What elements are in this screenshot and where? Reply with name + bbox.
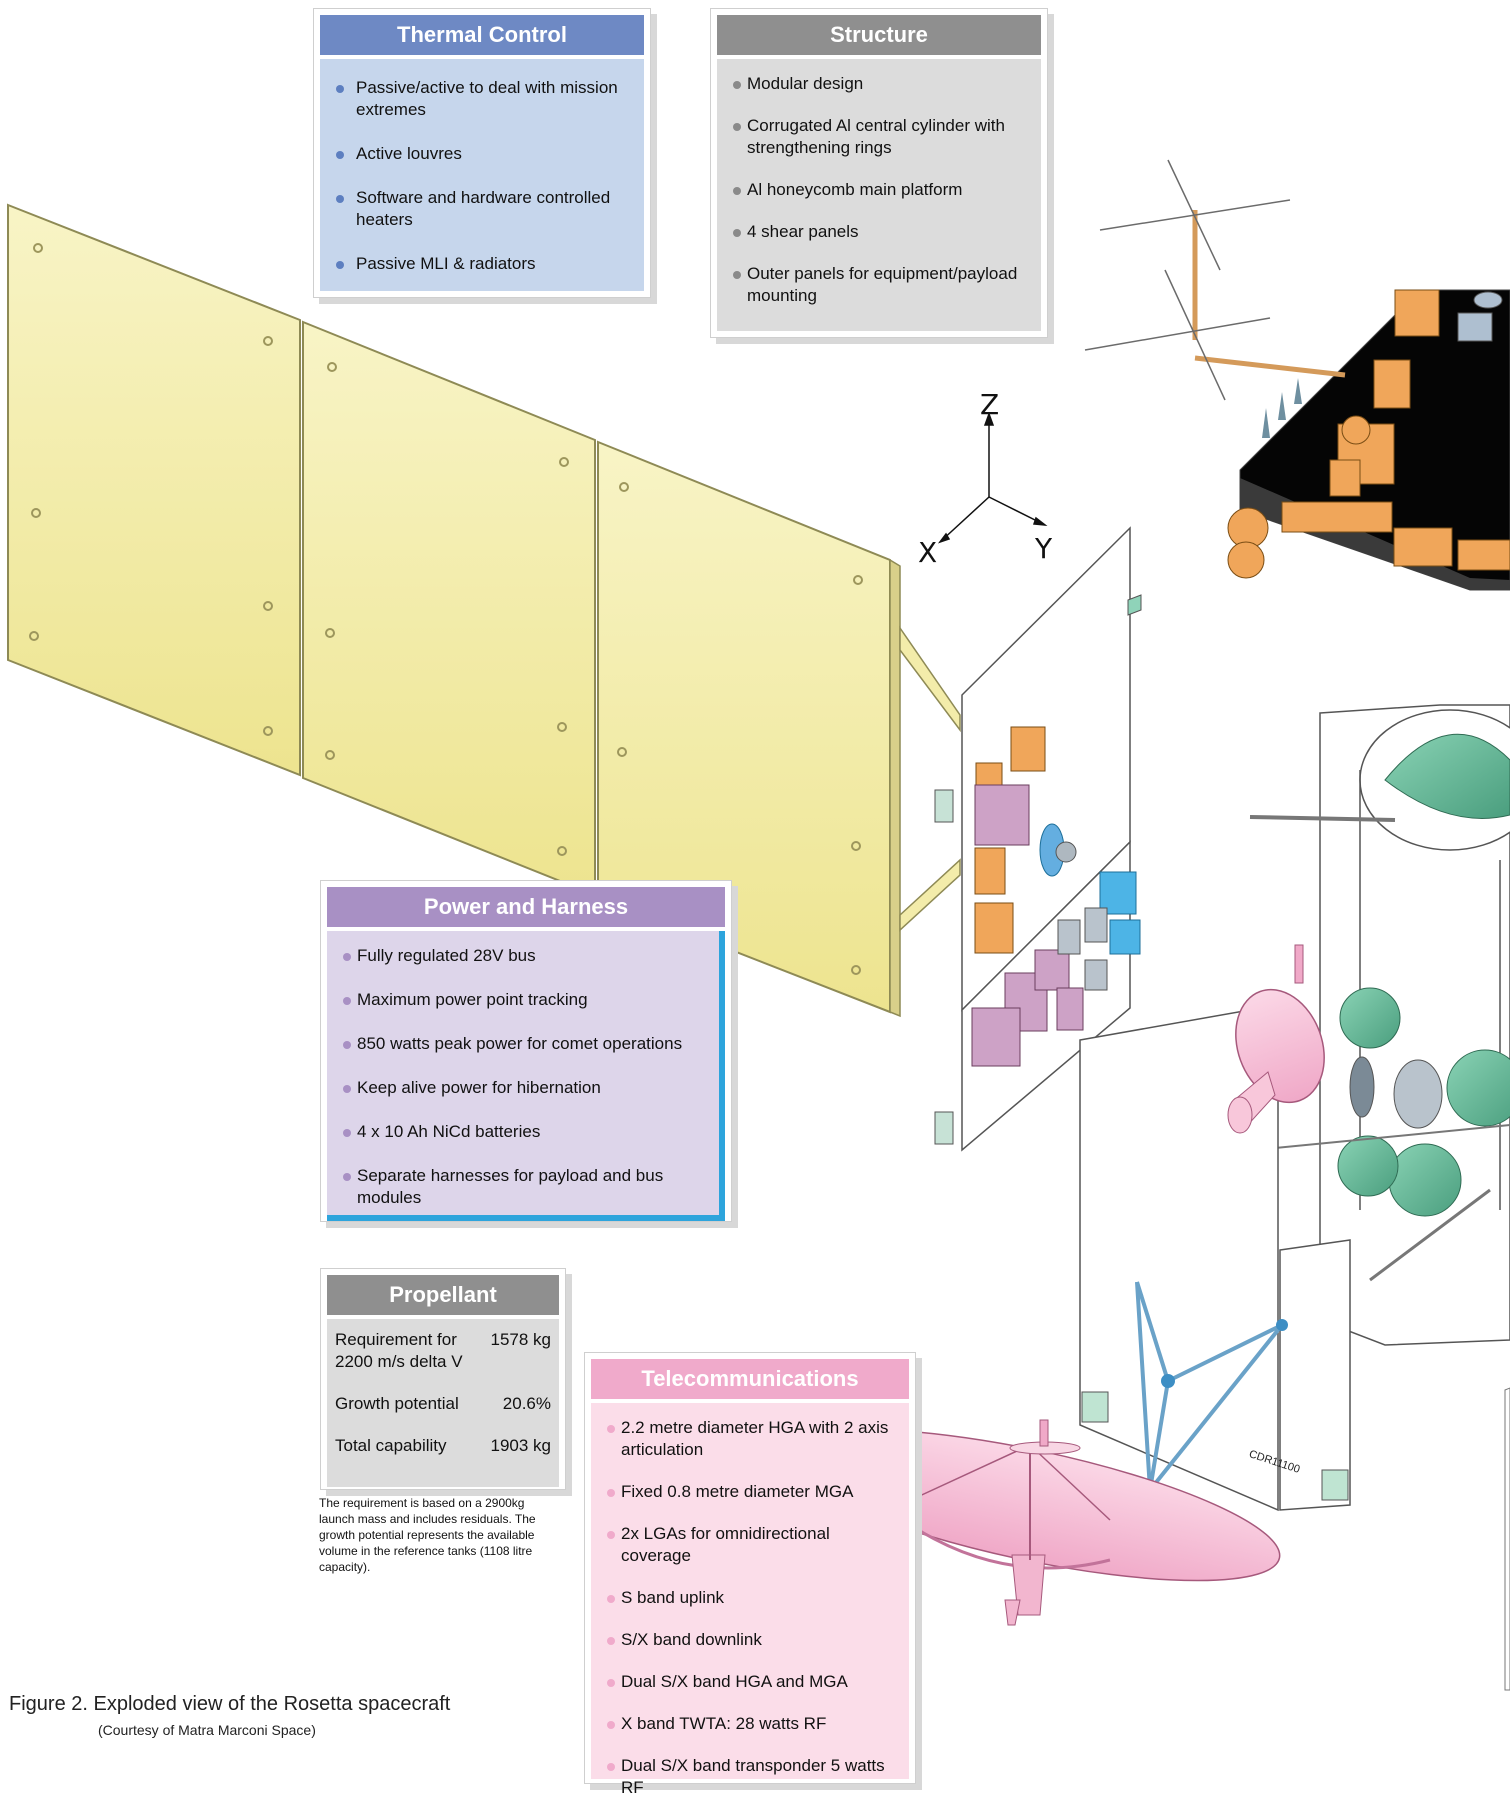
propellant-value: 1903 kg bbox=[490, 1436, 552, 1455]
structure-box: Structure Modular design Corrugated Al c… bbox=[710, 8, 1048, 338]
structure-item: Corrugated Al central cylinder with stre… bbox=[731, 115, 1029, 159]
power-harness-title: Power and Harness bbox=[327, 887, 725, 927]
propellant-label: Growth potential bbox=[335, 1394, 459, 1413]
power-harness-box: Power and Harness Fully regulated 28V bu… bbox=[320, 880, 732, 1222]
solar-panel-2 bbox=[302, 320, 596, 897]
lower-panel-struts bbox=[1079, 1004, 1351, 1512]
structure-item: Al honeycomb main platform bbox=[731, 179, 1029, 201]
structure-item: 4 shear panels bbox=[731, 221, 1029, 243]
propellant-label: Total capability bbox=[335, 1436, 447, 1455]
propellant-note: The requirement is based on a 2900kg lau… bbox=[319, 1496, 536, 1574]
telecom-item: S band uplink bbox=[605, 1587, 897, 1609]
telecom-item: 2.2 metre diameter HGA with 2 axis artic… bbox=[605, 1417, 897, 1461]
telecom-item: Dual S/X band transponder 5 watts RF bbox=[605, 1755, 897, 1799]
central-cylinder bbox=[1249, 704, 1510, 1346]
power-item: Keep alive power for hibernation bbox=[341, 1077, 707, 1099]
thermal-item: Passive/active to deal with mission extr… bbox=[334, 77, 632, 121]
axis-indicator bbox=[937, 411, 1048, 544]
medium-gain-antenna bbox=[1227, 944, 1325, 1134]
thermal-item: Active louvres bbox=[334, 143, 632, 165]
thermal-control-title: Thermal Control bbox=[320, 15, 644, 55]
propellant-label: Requirement for 2200 m/s delta V bbox=[335, 1330, 463, 1371]
structure-title: Structure bbox=[717, 15, 1041, 55]
propellant-row: Requirement for 2200 m/s delta V 1578 kg bbox=[335, 1329, 551, 1373]
solar-panel-1 bbox=[7, 203, 301, 777]
thermal-control-box: Thermal Control Passive/active to deal w… bbox=[313, 8, 651, 298]
telecom-item: S/X band downlink bbox=[605, 1629, 897, 1651]
axis-x-label: X bbox=[918, 536, 938, 569]
telecom-item: 2x LGAs for omnidirectional coverage bbox=[605, 1523, 897, 1567]
telecom-item: Fixed 0.8 metre diameter MGA bbox=[605, 1481, 897, 1503]
power-item: Separate harnesses for payload and bus m… bbox=[341, 1165, 707, 1209]
equipment-side-panel bbox=[934, 526, 1142, 1152]
propellant-row: Growth potential 20.6% bbox=[335, 1393, 551, 1415]
propellant-value: 20.6% bbox=[502, 1394, 551, 1413]
telecom-item: Dual S/X band HGA and MGA bbox=[605, 1671, 897, 1693]
right-edge-panel bbox=[1504, 1387, 1510, 1691]
power-item: 850 watts peak power for comet operation… bbox=[341, 1033, 707, 1055]
thermal-item: Software and hardware controlled heaters bbox=[334, 187, 632, 231]
thermal-item: Passive MLI & radiators bbox=[334, 253, 632, 275]
propellant-row: Total capability 1903 kg bbox=[335, 1435, 551, 1457]
solar-array bbox=[7, 203, 961, 1018]
propellant-box: Propellant Requirement for 2200 m/s delt… bbox=[320, 1268, 566, 1490]
axis-z-label: Z bbox=[980, 388, 1000, 421]
axis-y-label: Y bbox=[1035, 532, 1053, 565]
power-item: Fully regulated 28V bus bbox=[341, 945, 707, 967]
telecommunications-box: Telecommunications 2.2 metre diameter HG… bbox=[584, 1352, 916, 1797]
telecom-item: X band TWTA: 28 watts RF bbox=[605, 1713, 897, 1735]
telecommunications-title: Telecommunications bbox=[591, 1359, 909, 1399]
structure-item: Outer panels for equipment/payload mount… bbox=[731, 263, 1029, 307]
figure-credit: (Courtesy of Matra Marconi Space) bbox=[98, 1722, 316, 1738]
power-item: Maximum power point tracking bbox=[341, 989, 707, 1011]
figure-caption: Figure 2. Exploded view of the Rosetta s… bbox=[9, 1693, 451, 1715]
structure-item: Modular design bbox=[731, 73, 1029, 95]
propellant-title: Propellant bbox=[327, 1275, 559, 1315]
power-item: 4 x 10 Ah NiCd batteries bbox=[341, 1121, 707, 1143]
payload-platform bbox=[1084, 159, 1510, 591]
propellant-value: 1578 kg bbox=[490, 1330, 552, 1349]
